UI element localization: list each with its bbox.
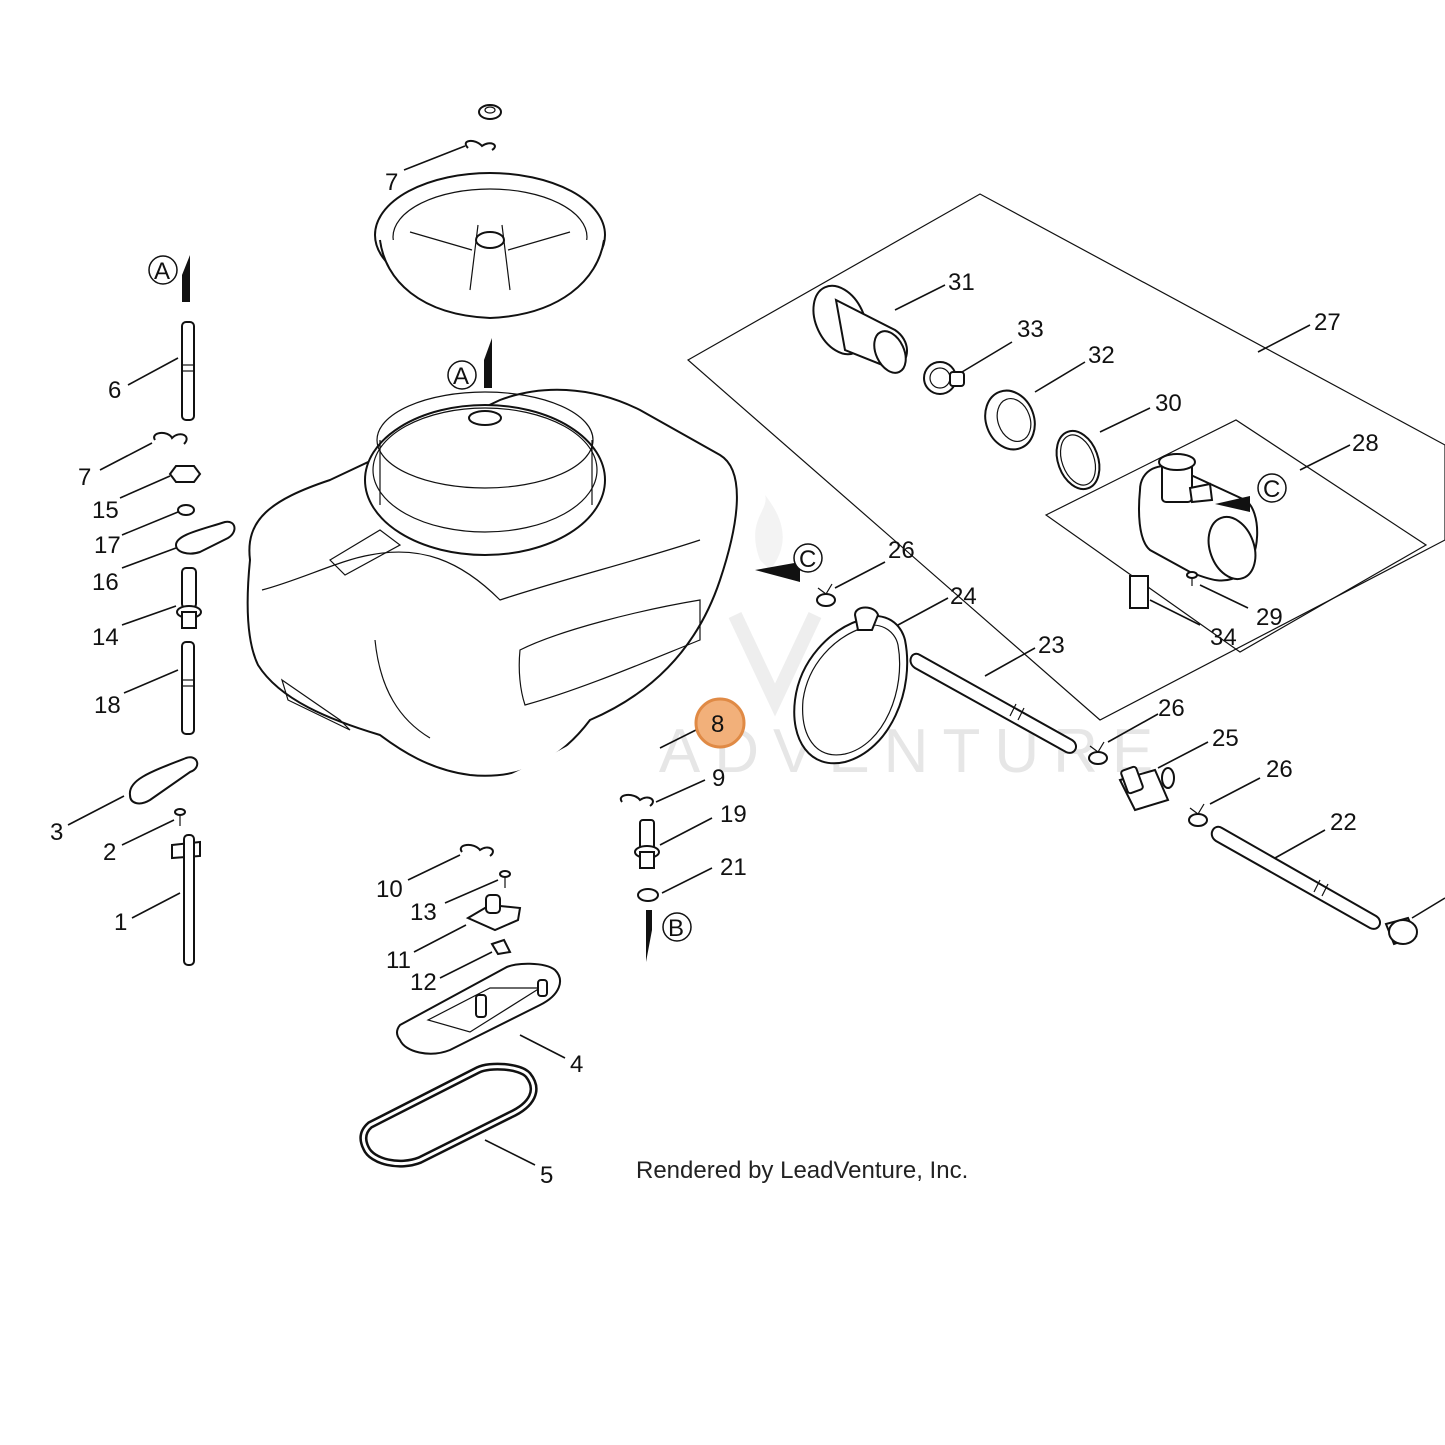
hose-loop-24 — [793, 606, 909, 765]
callout-number: 12 — [410, 969, 437, 996]
hose-23 — [909, 652, 1077, 754]
callout-number: 16 — [92, 569, 119, 596]
lever-arm-16 — [174, 520, 236, 555]
bracket-11 — [465, 894, 522, 932]
screw-13 — [499, 870, 511, 888]
bent-tube-8 — [482, 705, 657, 830]
callout-number: 29 — [1256, 604, 1283, 631]
callout-number: A — [154, 258, 170, 285]
cover-plate-4 — [396, 962, 561, 1055]
footer-credit: Rendered by LeadVenture, Inc. — [636, 1157, 968, 1184]
callout-number: 7 — [78, 464, 91, 491]
hose-clamp-26-low — [1188, 803, 1208, 827]
lower-rod-1 — [171, 834, 201, 966]
callout-number: 3 — [50, 819, 63, 846]
view-marker-b: B — [646, 910, 692, 962]
clip-10 — [459, 844, 494, 857]
callout-number: 6 — [108, 377, 121, 404]
valve-assembly-28 — [1138, 453, 1259, 582]
kit-outline-28 — [1044, 419, 1428, 653]
callout-number: 33 — [1017, 316, 1044, 343]
callout-number: 26 — [1158, 695, 1185, 722]
callout-number: 8 — [711, 711, 724, 738]
callout-number: 1 — [114, 909, 127, 936]
middle-rod-18 — [181, 641, 195, 735]
clip-7 — [153, 432, 188, 445]
lever-3 — [128, 756, 199, 805]
callout-number: 4 — [570, 1051, 583, 1078]
kit-outline-27 — [686, 193, 1445, 721]
callout-number: 14 — [92, 624, 119, 651]
fitting-19 — [634, 819, 660, 869]
hose-22 — [1210, 825, 1381, 930]
callout-number: A — [453, 363, 469, 390]
o-ring-30 — [1055, 429, 1101, 491]
washer-17 — [177, 504, 195, 516]
callout-number: 17 — [94, 532, 121, 559]
callout-number: 7 — [385, 169, 398, 196]
callout-number: 28 — [1352, 430, 1379, 457]
callout-number: 25 — [1212, 725, 1239, 752]
hose-clamp-26-mid — [1088, 741, 1108, 765]
watermark-logo — [728, 495, 822, 717]
callout-number: 13 — [410, 899, 437, 926]
valve-25 — [1118, 765, 1175, 812]
nozzle-31 — [812, 284, 908, 374]
callout-number: 26 — [1266, 756, 1293, 783]
callout-number: B — [668, 915, 684, 942]
hose-clamp-26-top — [816, 583, 836, 607]
callout-8-highlight: 8 — [694, 697, 746, 749]
callout-number: 10 — [376, 876, 403, 903]
callout-number: 2 — [103, 839, 116, 866]
ring-nut-32 — [984, 389, 1036, 451]
top-hose-clip — [464, 140, 496, 151]
callout-number: 27 — [1314, 309, 1341, 336]
view-marker-c-right: C — [1215, 473, 1287, 512]
callout-number: 22 — [1330, 809, 1357, 836]
callout-number: 19 — [720, 801, 747, 828]
callout-number: C — [799, 546, 816, 573]
label-34 — [1129, 575, 1149, 609]
callout-number: 31 — [948, 269, 975, 296]
callout-number: 9 — [712, 765, 725, 792]
callout-number: 32 — [1088, 342, 1115, 369]
callout-number: 21 — [720, 854, 747, 881]
callout-number: 23 — [1038, 632, 1065, 659]
callout-number: 5 — [540, 1162, 553, 1189]
callout-number: 30 — [1155, 390, 1182, 417]
valve-shaft-14 — [176, 567, 202, 629]
callout-number: C — [1263, 476, 1280, 503]
callout-number: 34 — [1210, 624, 1237, 651]
nozzle-tip-33 — [923, 361, 965, 395]
view-marker-c-left: C — [755, 543, 823, 582]
screw-29 — [1186, 571, 1198, 586]
hose-end-fitting — [1384, 897, 1445, 946]
tank-lid-cover — [374, 172, 606, 320]
callout-number: 11 — [386, 947, 411, 974]
callout-number: 18 — [94, 692, 121, 719]
o-ring-21 — [637, 888, 659, 902]
clip-12 — [490, 938, 512, 956]
gasket-5 — [359, 1062, 538, 1168]
cap-nut — [478, 104, 502, 120]
hex-nut — [168, 465, 202, 483]
callout-number: 15 — [92, 497, 119, 524]
upper-rod — [181, 321, 195, 421]
view-marker-a-left: A — [148, 255, 190, 302]
spray-tank — [246, 388, 738, 777]
view-marker-a-lid: A — [447, 338, 492, 390]
callout-number: 24 — [950, 583, 977, 610]
clip-9 — [619, 794, 654, 807]
callout-number: 26 — [888, 537, 915, 564]
screw-2 — [174, 808, 186, 826]
